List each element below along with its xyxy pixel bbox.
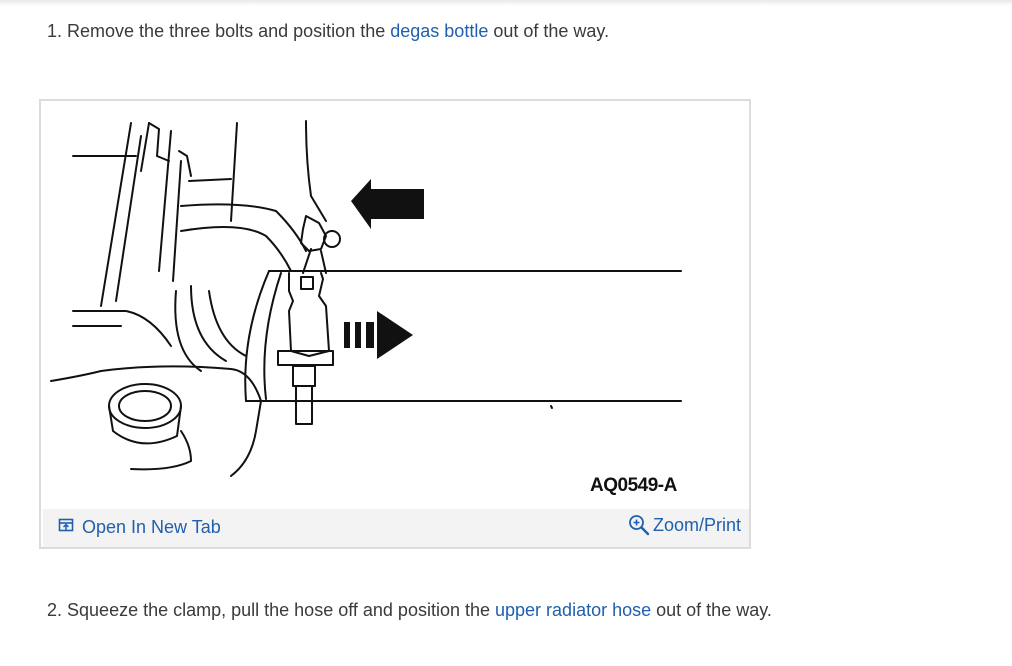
zoom-print-label: Zoom/Print (652, 514, 741, 535)
open-in-new-tab-icon (58, 518, 74, 536)
upper-radiator-hose-link[interactable]: upper radiator hose (495, 600, 652, 620)
step-2-text-end: out of the way. (656, 600, 772, 620)
step-2-number: 2. (47, 600, 63, 620)
figure-code-label: AQ0549-A (590, 475, 677, 496)
zoom-in-icon (628, 514, 650, 536)
open-in-new-tab-button[interactable]: Open In New Tab (58, 517, 221, 538)
step-2: 2. Squeeze the clamp, pull the hose off … (47, 600, 772, 621)
top-shadow-bar (0, 0, 1012, 6)
figure-footer: Open In New Tab Zoom/Print (43, 509, 749, 547)
step-1: 1. Remove the three bolts and position t… (47, 21, 609, 42)
step-1-text: Remove the three bolts and position the (67, 21, 386, 41)
degas-bottle-link[interactable]: degas bottle (390, 21, 489, 41)
step-2-text: Squeeze the clamp, pull the hose off and… (67, 600, 490, 620)
step-1-text-end: out of the way. (493, 21, 610, 41)
step-1-number: 1. (47, 21, 63, 41)
diagram-image (50, 120, 682, 477)
open-in-new-tab-label: Open In New Tab (82, 517, 221, 537)
diagram-figure: AQ0549-A Open In New Tab Zoom/Print (39, 99, 751, 549)
zoom-print-button[interactable]: Zoom/Print (628, 514, 741, 536)
